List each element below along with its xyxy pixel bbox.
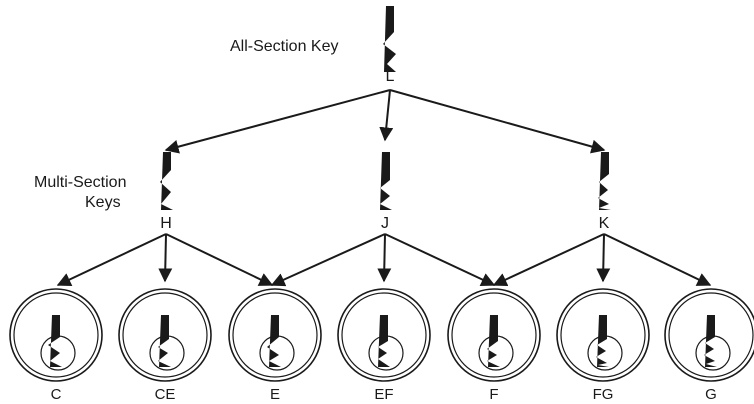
cylinder-C: C [9, 288, 103, 403]
key-icon [380, 152, 392, 210]
arrow-L-to-K [389, 89, 606, 154]
arrow-J-to-F [384, 233, 496, 287]
cylinder-G: G [664, 288, 754, 403]
arrow-H-to-C [56, 233, 167, 286]
key-node-J: J [380, 152, 392, 232]
cylinder-label-CE: CE [155, 386, 176, 403]
arrow-K-to-F [492, 233, 605, 287]
cylinder-CE: CE [118, 288, 212, 403]
cylinder-label-F: F [489, 386, 498, 403]
key-icon [383, 6, 396, 72]
key-icon [160, 152, 173, 210]
arrow-L-to-H [164, 89, 391, 154]
cylinder-row: C CE E EF F [9, 288, 754, 403]
key-label-H: H [160, 215, 172, 232]
cylinder-plug [587, 335, 623, 371]
cylinder-E: E [228, 288, 322, 403]
key-label-K: K [599, 215, 610, 232]
all-section-caption: All-Section Key [230, 38, 339, 55]
arrow-K-to-FG [596, 233, 611, 283]
cylinder-label-G: G [705, 386, 717, 403]
cylinder-EF: EF [337, 288, 431, 403]
cylinder-plug [695, 335, 731, 371]
arrow-L-to-J [379, 89, 394, 142]
key-label-L: L [386, 68, 395, 85]
key-icon [598, 152, 611, 210]
multi-section-caption-line1: Multi-Section [34, 174, 126, 191]
arrow-H-to-E [165, 233, 274, 286]
cylinder-FG: FG [556, 288, 650, 403]
cylinder-label-EF: EF [374, 386, 393, 403]
arrow-J-to-EF [377, 233, 392, 283]
cylinder-label-C: C [51, 386, 62, 403]
multi-section-caption-line2: Keys [85, 194, 121, 211]
arrow-connectors [56, 89, 712, 287]
arrow-H-to-CE [158, 233, 173, 283]
key-node-K: K [598, 152, 611, 232]
cylinder-F: F [447, 288, 541, 403]
key-node-L: L [383, 6, 396, 85]
arrow-J-to-E [270, 233, 386, 287]
key-label-J: J [381, 215, 389, 232]
cylinder-label-FG: FG [593, 386, 614, 403]
cylinder-label-E: E [270, 386, 280, 403]
arrow-K-to-G [603, 233, 712, 286]
key-node-H: H [160, 152, 173, 232]
cylinder-plug [259, 335, 295, 371]
